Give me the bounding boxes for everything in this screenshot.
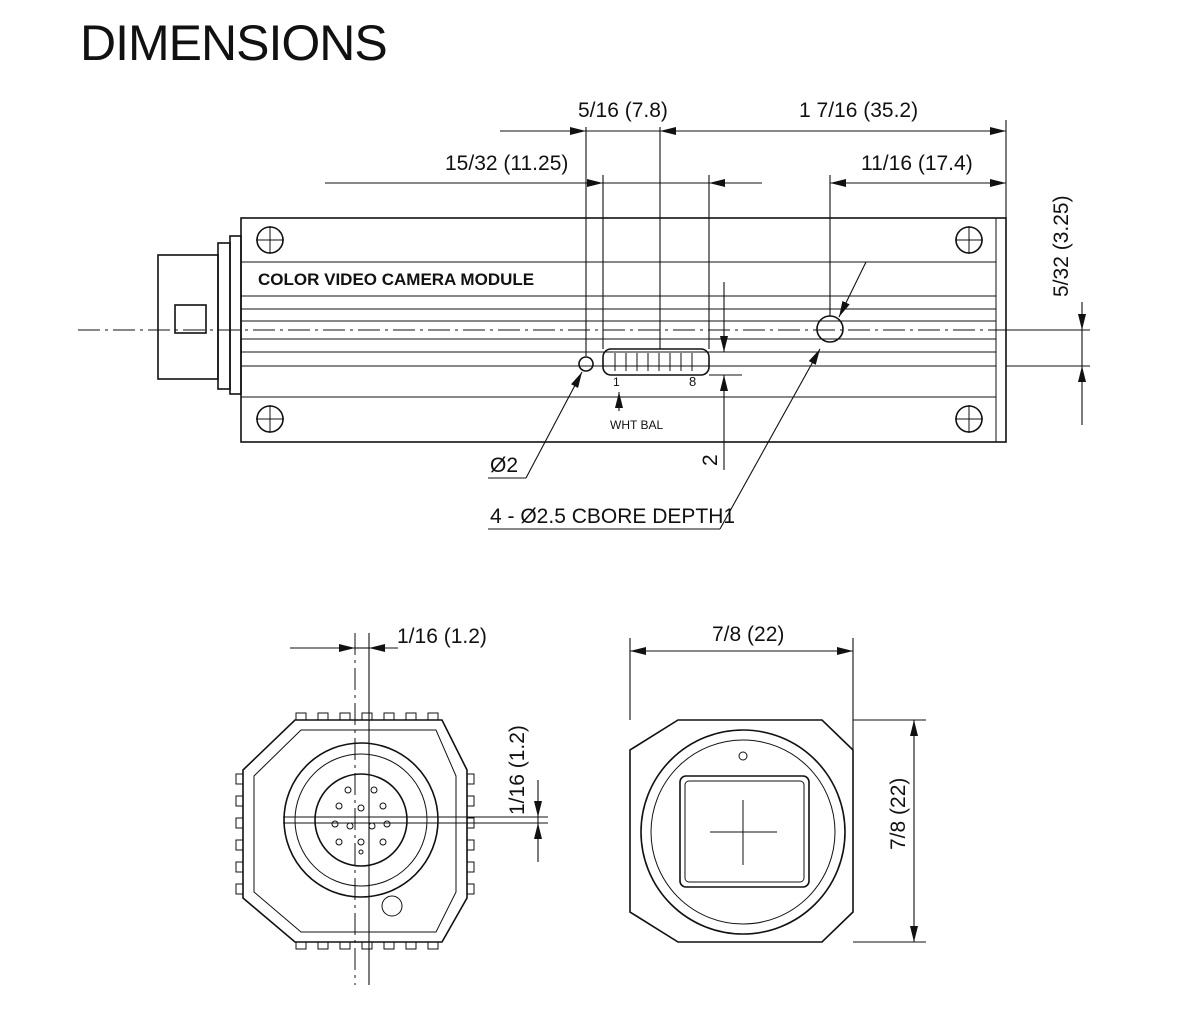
cbore-hole bbox=[816, 315, 844, 343]
front-dim-width: 7/8 (22) bbox=[712, 623, 784, 646]
dim-top-b: 1 7/16 (35.2) bbox=[799, 99, 918, 122]
screw-icon bbox=[256, 226, 284, 254]
callout-cbore: 4 - Ø2.5 CBORE DEPTH1 bbox=[490, 505, 735, 528]
lens-opening bbox=[679, 775, 810, 888]
dim-mid-a: 15/32 (11.25) bbox=[445, 152, 568, 175]
switch-start-label: 1 bbox=[613, 375, 620, 389]
rear-hole bbox=[381, 895, 403, 917]
rear-view: 1/16 (1.2) 1/16 (1.2) bbox=[235, 625, 548, 985]
rear-dim-side: 1/16 (1.2) bbox=[506, 725, 529, 815]
screw-icon bbox=[256, 405, 284, 433]
screw-icon bbox=[955, 226, 983, 254]
side-view: COLOR VIDEO CAMERA MODULE 1 8 WHT BAL bbox=[78, 99, 1090, 530]
wht-bal-switch bbox=[602, 348, 710, 376]
dim-small: 2 bbox=[699, 454, 722, 466]
connector-pins bbox=[331, 786, 391, 855]
rear-dim-top: 1/16 (1.2) bbox=[397, 625, 487, 648]
wht-bal-label: WHT BAL bbox=[610, 418, 663, 432]
screw-icon bbox=[955, 405, 983, 433]
callout-hole: Ø2 bbox=[490, 454, 518, 477]
dim-top-a: 5/16 (7.8) bbox=[578, 99, 668, 122]
front-view: 7/8 (22) 7/8 (22) bbox=[629, 623, 926, 943]
hole-2mm bbox=[578, 356, 594, 372]
ribs bbox=[235, 712, 475, 950]
dim-mid-b: 11/16 (17.4) bbox=[861, 152, 973, 175]
dim-right: 5/32 (3.25) bbox=[1050, 195, 1073, 297]
front-dim-height: 7/8 (22) bbox=[887, 778, 910, 850]
connector-plug bbox=[157, 235, 242, 395]
page-title: DIMENSIONS bbox=[80, 15, 388, 71]
switch-end-label: 8 bbox=[689, 374, 696, 389]
module-label: COLOR VIDEO CAMERA MODULE bbox=[258, 270, 534, 289]
